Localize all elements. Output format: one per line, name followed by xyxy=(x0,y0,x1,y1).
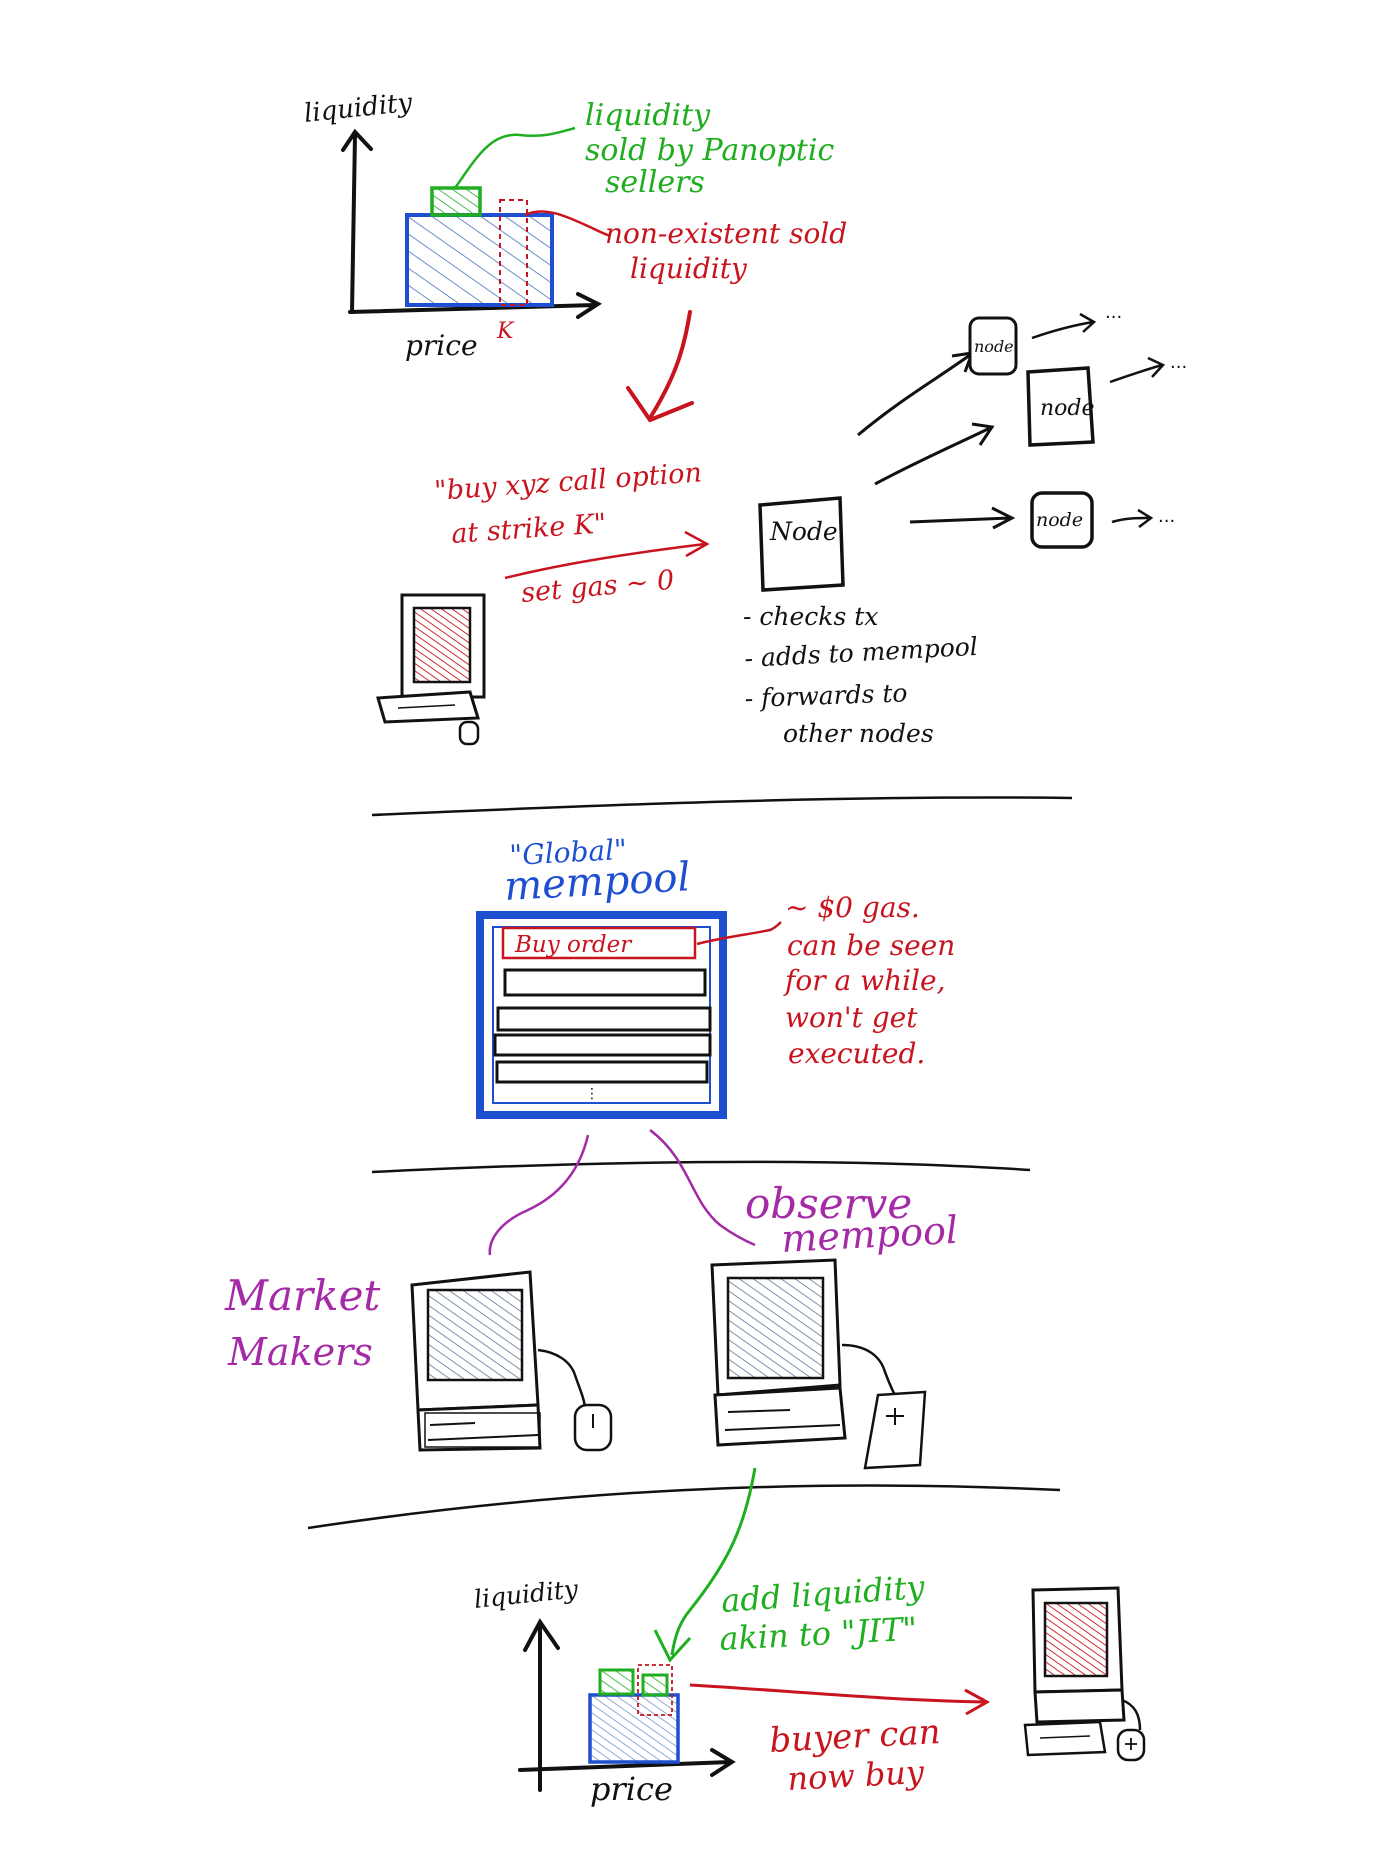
market-makers-section: observe mempool Market Makers xyxy=(224,1129,959,1470)
arrow-to-node-1 xyxy=(857,351,975,437)
node-3-ellipsis: ... xyxy=(1158,506,1175,527)
red-note-line-1: non-existent sold xyxy=(605,217,847,250)
mempool-note-1: ~ $0 gas. xyxy=(785,891,920,924)
node-bullet-2: - adds to mempool xyxy=(744,632,979,673)
observe-connector-left xyxy=(488,1134,590,1256)
node-1-ellipsis: ... xyxy=(1105,302,1122,323)
node-2-arrow xyxy=(1109,356,1166,384)
sold-liquidity-block xyxy=(598,1668,635,1696)
jit-liquidity-block xyxy=(641,1673,669,1697)
buy-order-label: Buy order xyxy=(514,932,633,958)
node-bullet-4: other nodes xyxy=(783,719,934,748)
divider-1 xyxy=(371,796,1073,817)
main-node: Node xyxy=(758,496,845,592)
node-bullet-1: - checks tx xyxy=(743,602,878,631)
mempool-note-3: for a while, xyxy=(783,964,945,997)
mempool-section: "Global" mempool Buy order ⋮ ~ $0 gas. c… xyxy=(476,833,955,1119)
node-1: node xyxy=(968,316,1018,376)
transaction-section: "buy xyz call option at strike K" set ga… xyxy=(376,302,1187,748)
buyer-arrow-icon xyxy=(689,1683,991,1716)
node-3: node xyxy=(1030,491,1094,549)
mempool-title-1: "Global" xyxy=(509,833,628,872)
jit-highlight-box xyxy=(637,1664,673,1716)
chart2-xlabel: price xyxy=(590,1770,673,1808)
chart1-strike-label: K xyxy=(496,319,515,344)
chart2-x-axis xyxy=(518,1748,736,1777)
mempool-more-dots: ⋮ xyxy=(585,1086,599,1102)
market-maker-computer-icon xyxy=(410,1270,613,1452)
observe-connector-right xyxy=(649,1129,756,1247)
red-note-line-2: liquidity xyxy=(630,252,748,285)
mempool-title-2: mempool xyxy=(503,854,691,910)
divider-2 xyxy=(371,1160,1031,1174)
main-node-label: Node xyxy=(769,517,838,546)
buyer-note-line-1: buyer can xyxy=(768,1712,941,1761)
buy-order-connector xyxy=(696,921,782,946)
observe-label-1: observe xyxy=(745,1179,912,1228)
mempool-tx-row xyxy=(503,968,707,997)
chart1-x-axis xyxy=(348,292,603,319)
liquidity-chart-bottom: add liquidity akin to "JIT" liquidity pr… xyxy=(473,1467,1146,1808)
liquidity-block xyxy=(405,213,554,307)
mempool-tx-row xyxy=(495,1060,709,1084)
observe-label-2: mempool xyxy=(780,1208,959,1261)
chart1-xlabel: price xyxy=(405,329,478,362)
node-2: node xyxy=(1026,366,1095,447)
mempool-tx-row xyxy=(493,1033,712,1057)
buyer-note-line-2: now buy xyxy=(786,1753,925,1798)
green-note-line-1: liquidity xyxy=(585,98,711,133)
node-bullet-3: - forwards to xyxy=(744,678,908,713)
tx-line-2: at strike K" xyxy=(450,508,607,550)
buy-order-row: Buy order xyxy=(501,926,697,960)
liquidity-block xyxy=(588,1693,680,1764)
green-note-line-3: sellers xyxy=(605,165,705,200)
mempool-tx-row xyxy=(496,1006,712,1032)
liquidity-chart-top: liquidity price K liquidity sold by Pano… xyxy=(303,88,847,423)
tx-gas-label: set gas ~ 0 xyxy=(520,565,676,609)
divider-3 xyxy=(307,1484,1061,1530)
mempool-box: Buy order ⋮ xyxy=(476,911,727,1119)
arrow-to-node-3 xyxy=(909,506,1016,530)
node-1-label: node xyxy=(974,337,1014,356)
chart2-ylabel: liquidity xyxy=(473,1574,581,1614)
down-arrow-icon xyxy=(626,310,694,423)
node-2-label: node xyxy=(1040,396,1095,421)
arrow-to-node-2 xyxy=(874,422,995,486)
tx-arrow-icon xyxy=(504,530,710,580)
mempool-note-5: executed. xyxy=(788,1037,925,1070)
mempool-note-2: can be seen xyxy=(787,929,955,962)
buyer-computer-icon xyxy=(1023,1586,1146,1762)
node-1-arrow xyxy=(1031,312,1097,340)
user-computer-icon xyxy=(376,593,486,746)
market-maker-computer-icon xyxy=(710,1258,927,1470)
node-3-label: node xyxy=(1036,509,1083,531)
chart1-y-axis xyxy=(341,128,373,314)
market-makers-label-1: Market xyxy=(224,1271,380,1320)
chart2-y-axis xyxy=(523,1618,560,1792)
non-existent-liquidity-box xyxy=(499,199,528,306)
mempool-note-4: won't get xyxy=(785,1001,918,1034)
tx-line-1: "buy xyz call option xyxy=(433,457,702,507)
market-makers-label-2: Makers xyxy=(227,1330,373,1374)
jit-arrow-icon xyxy=(653,1467,757,1663)
green-note-line-2: sold by Panoptic xyxy=(585,133,834,168)
green-note-connector xyxy=(453,126,576,189)
sold-liquidity-block xyxy=(430,186,482,217)
chart1-ylabel: liquidity xyxy=(303,88,414,129)
node-3-arrow xyxy=(1111,508,1154,528)
red-note-connector xyxy=(524,210,611,238)
node-2-ellipsis: ... xyxy=(1170,352,1187,373)
